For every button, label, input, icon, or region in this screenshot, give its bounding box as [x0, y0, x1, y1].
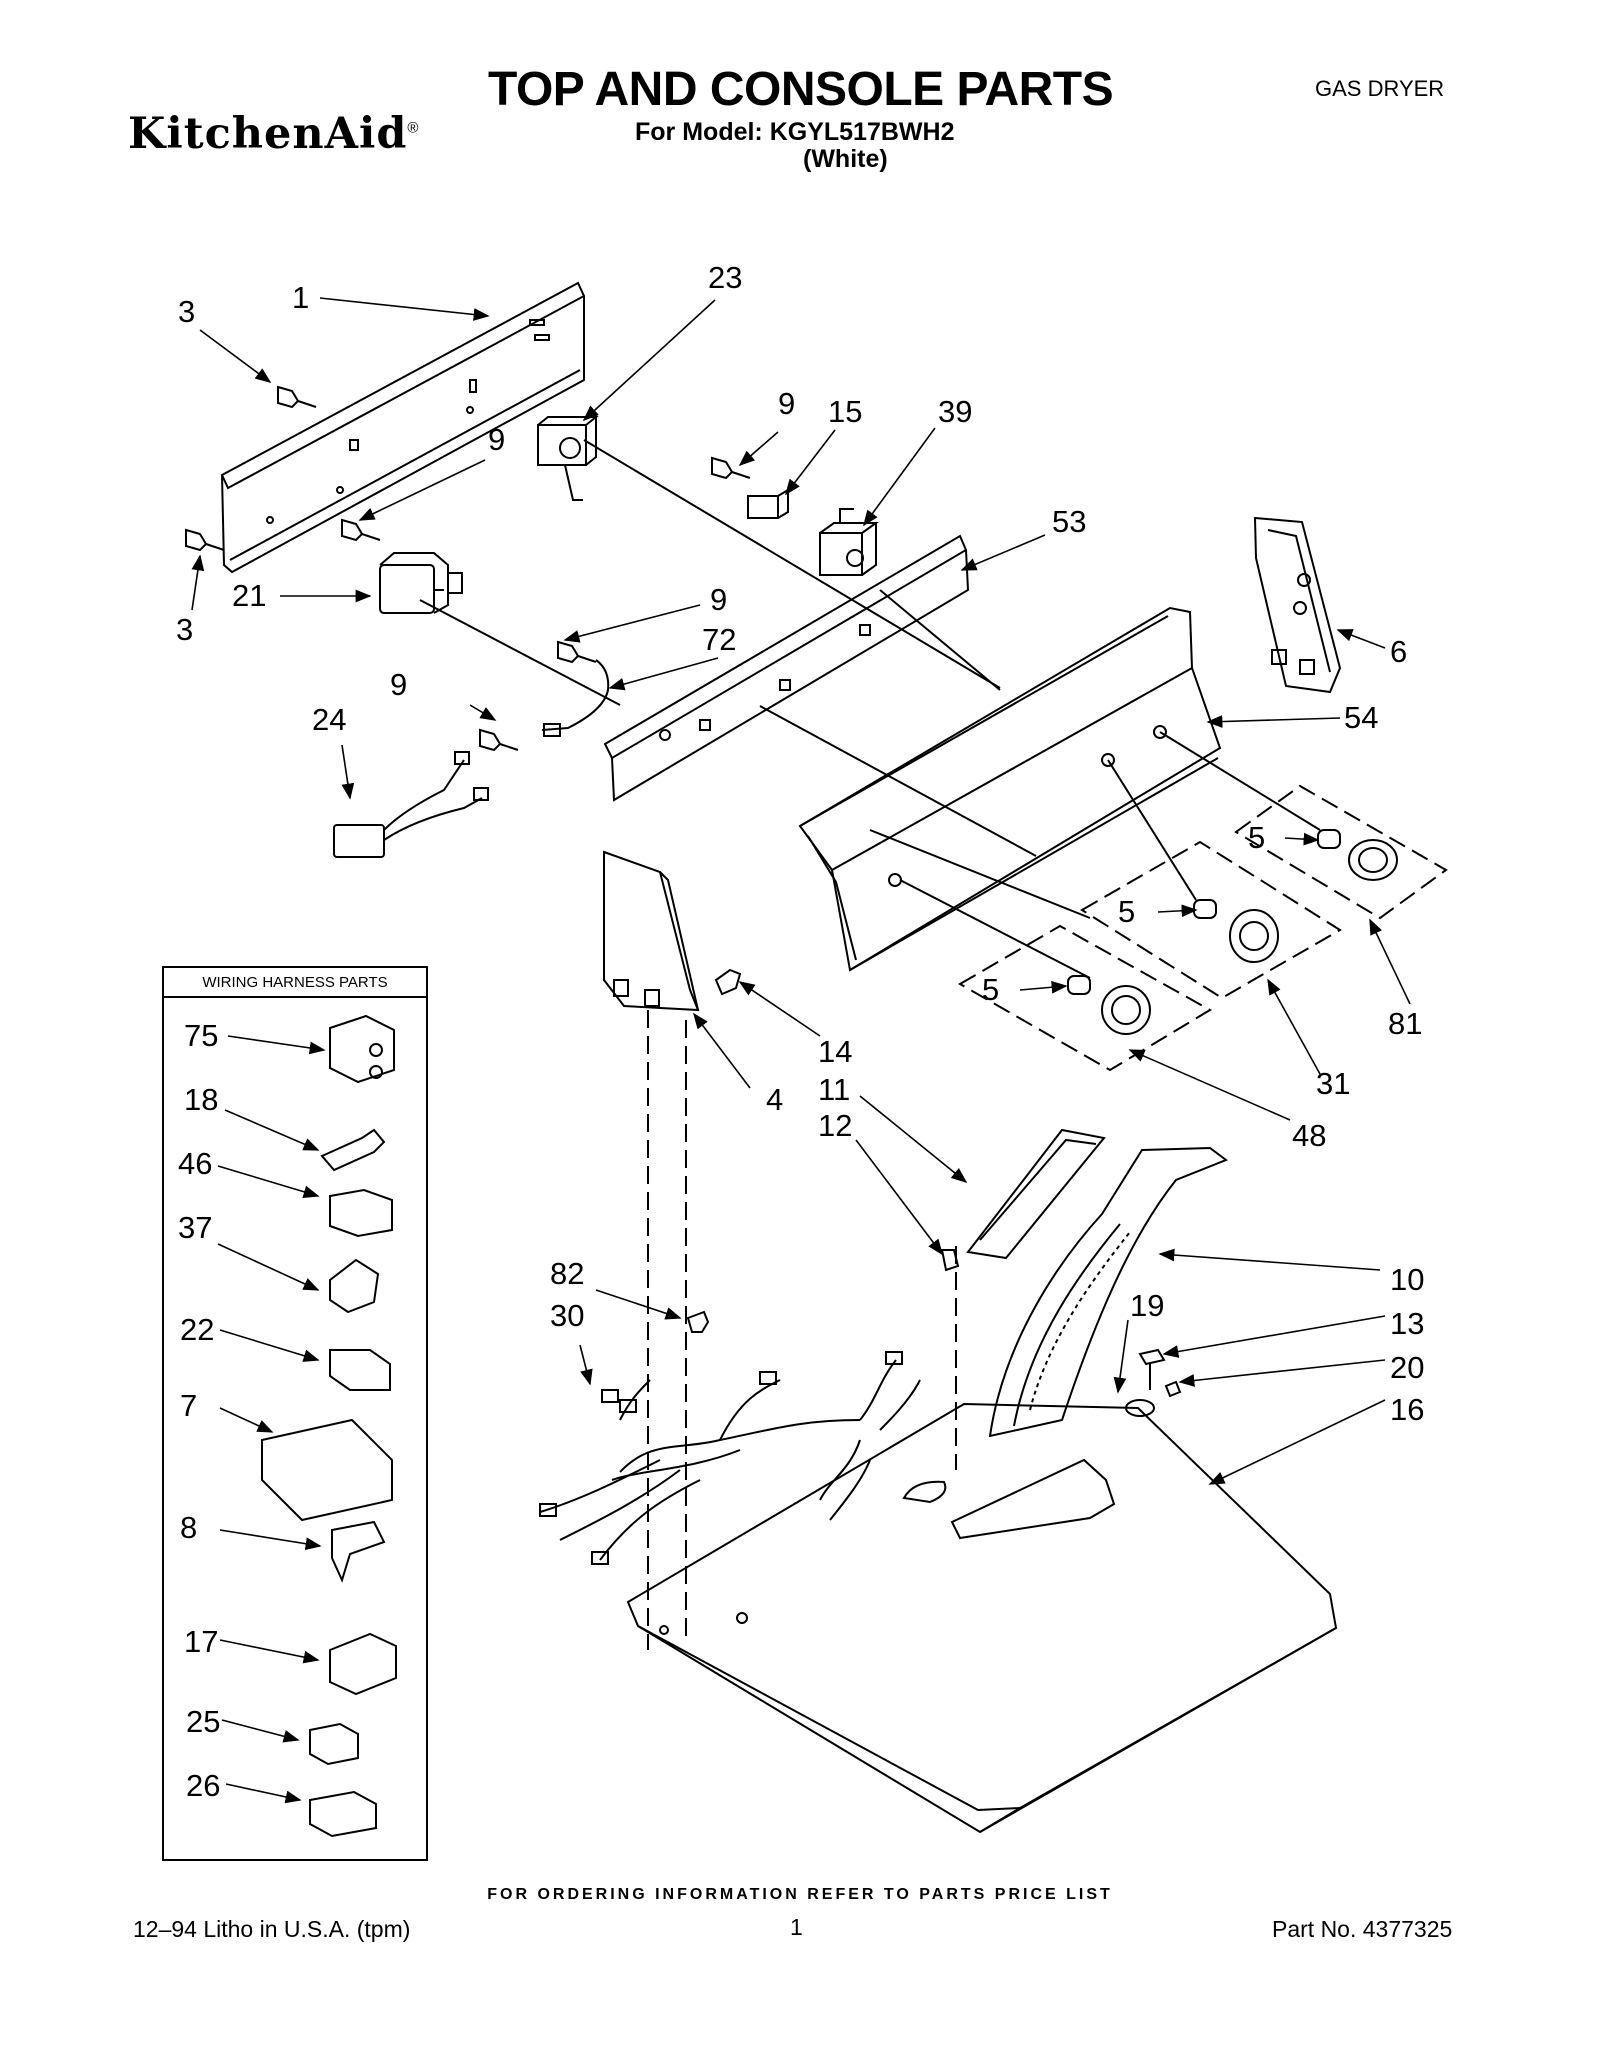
callout-82: 82 [550, 1256, 584, 1291]
callout-8: 8 [180, 1510, 197, 1545]
callout-11: 11 [818, 1072, 850, 1107]
harness-connectors [261, 1014, 397, 1838]
dryer-type: GAS DRYER [1315, 76, 1445, 101]
wiring-harness-title: WIRING HARNESS PARTS [164, 968, 426, 998]
callout-20: 20 [1390, 1350, 1424, 1385]
callout-9: 9 [710, 582, 727, 617]
model-color: (White) [803, 145, 888, 173]
callout-17: 17 [184, 1624, 218, 1659]
callout-46: 46 [178, 1146, 212, 1181]
callout-6: 6 [1390, 634, 1407, 669]
timer-switch-part-23 [537, 416, 599, 501]
knobs [1067, 829, 1398, 1035]
callout-1: 1 [292, 280, 309, 315]
wiring-harness-box [162, 966, 428, 1861]
brand-logo: KitchenAid® [128, 109, 419, 159]
callout-39: 39 [938, 394, 972, 429]
lint-filter-part-11 [940, 1128, 1106, 1272]
callout-24: 24 [312, 702, 346, 737]
callout-25: 25 [186, 1704, 220, 1739]
callout-23: 23 [708, 260, 742, 295]
callout-4: 4 [766, 1082, 783, 1117]
callout-26: 26 [186, 1768, 220, 1803]
callout-7: 7 [180, 1388, 197, 1423]
page-number: 1 [790, 1914, 803, 1940]
console-rear-panel [220, 281, 586, 574]
callout-48: 48 [1292, 1118, 1326, 1153]
callout-19: 19 [1130, 1288, 1164, 1323]
part-number: Part No. 4377325 [1272, 1916, 1453, 1942]
callout-9: 9 [390, 667, 407, 702]
harness-part-24 [333, 751, 489, 858]
brand-name: KitchenAid [128, 109, 408, 159]
screw-part-3 [185, 385, 317, 552]
lint-duct-part-10 [988, 1146, 1229, 1438]
callout-9: 9 [778, 386, 795, 421]
top-panel-part-16 [626, 1402, 1338, 1834]
callout-15: 15 [828, 394, 862, 429]
callout-72: 72 [702, 622, 736, 657]
callout-53: 53 [1052, 504, 1086, 539]
callout-3: 3 [178, 294, 195, 329]
registered-mark: ® [407, 119, 420, 137]
model-number: For Model: KGYL517BWH2 [635, 118, 955, 146]
screw-part-9 [341, 456, 751, 752]
callout-21: 21 [232, 578, 266, 613]
callout-5: 5 [1248, 820, 1265, 855]
console-panel-part-54 [798, 606, 1222, 972]
callout-31: 31 [1316, 1066, 1350, 1101]
callout-22: 22 [180, 1312, 214, 1347]
page-title: TOP AND CONSOLE PARTS [488, 63, 1114, 116]
callout-5: 5 [1118, 894, 1135, 929]
callout-14: 14 [818, 1034, 852, 1069]
start-switch-part-21 [379, 552, 621, 706]
callout-75: 75 [184, 1018, 218, 1053]
switch-part-39 [819, 508, 880, 576]
callout-12: 12 [818, 1108, 852, 1143]
ordering-note: FOR ORDERING INFORMATION REFER TO PARTS … [487, 1886, 1113, 1903]
callout-54: 54 [1344, 700, 1378, 735]
callout-9: 9 [488, 422, 505, 457]
callout-10: 10 [1390, 1262, 1424, 1297]
callout-3: 3 [176, 612, 193, 647]
callout-13: 13 [1390, 1306, 1424, 1341]
callout-81: 81 [1388, 1006, 1422, 1041]
callout-5: 5 [982, 972, 999, 1007]
callout-16: 16 [1390, 1392, 1424, 1427]
litho-info: 12–94 Litho in U.S.A. (tpm) [133, 1916, 411, 1942]
callout-37: 37 [178, 1210, 212, 1245]
main-harness-part-30 [539, 1351, 921, 1565]
callout-30: 30 [550, 1298, 584, 1333]
side-panel-part-4 [603, 850, 700, 1012]
callout-18: 18 [184, 1082, 218, 1117]
end-cap-part-6 [1253, 516, 1342, 694]
